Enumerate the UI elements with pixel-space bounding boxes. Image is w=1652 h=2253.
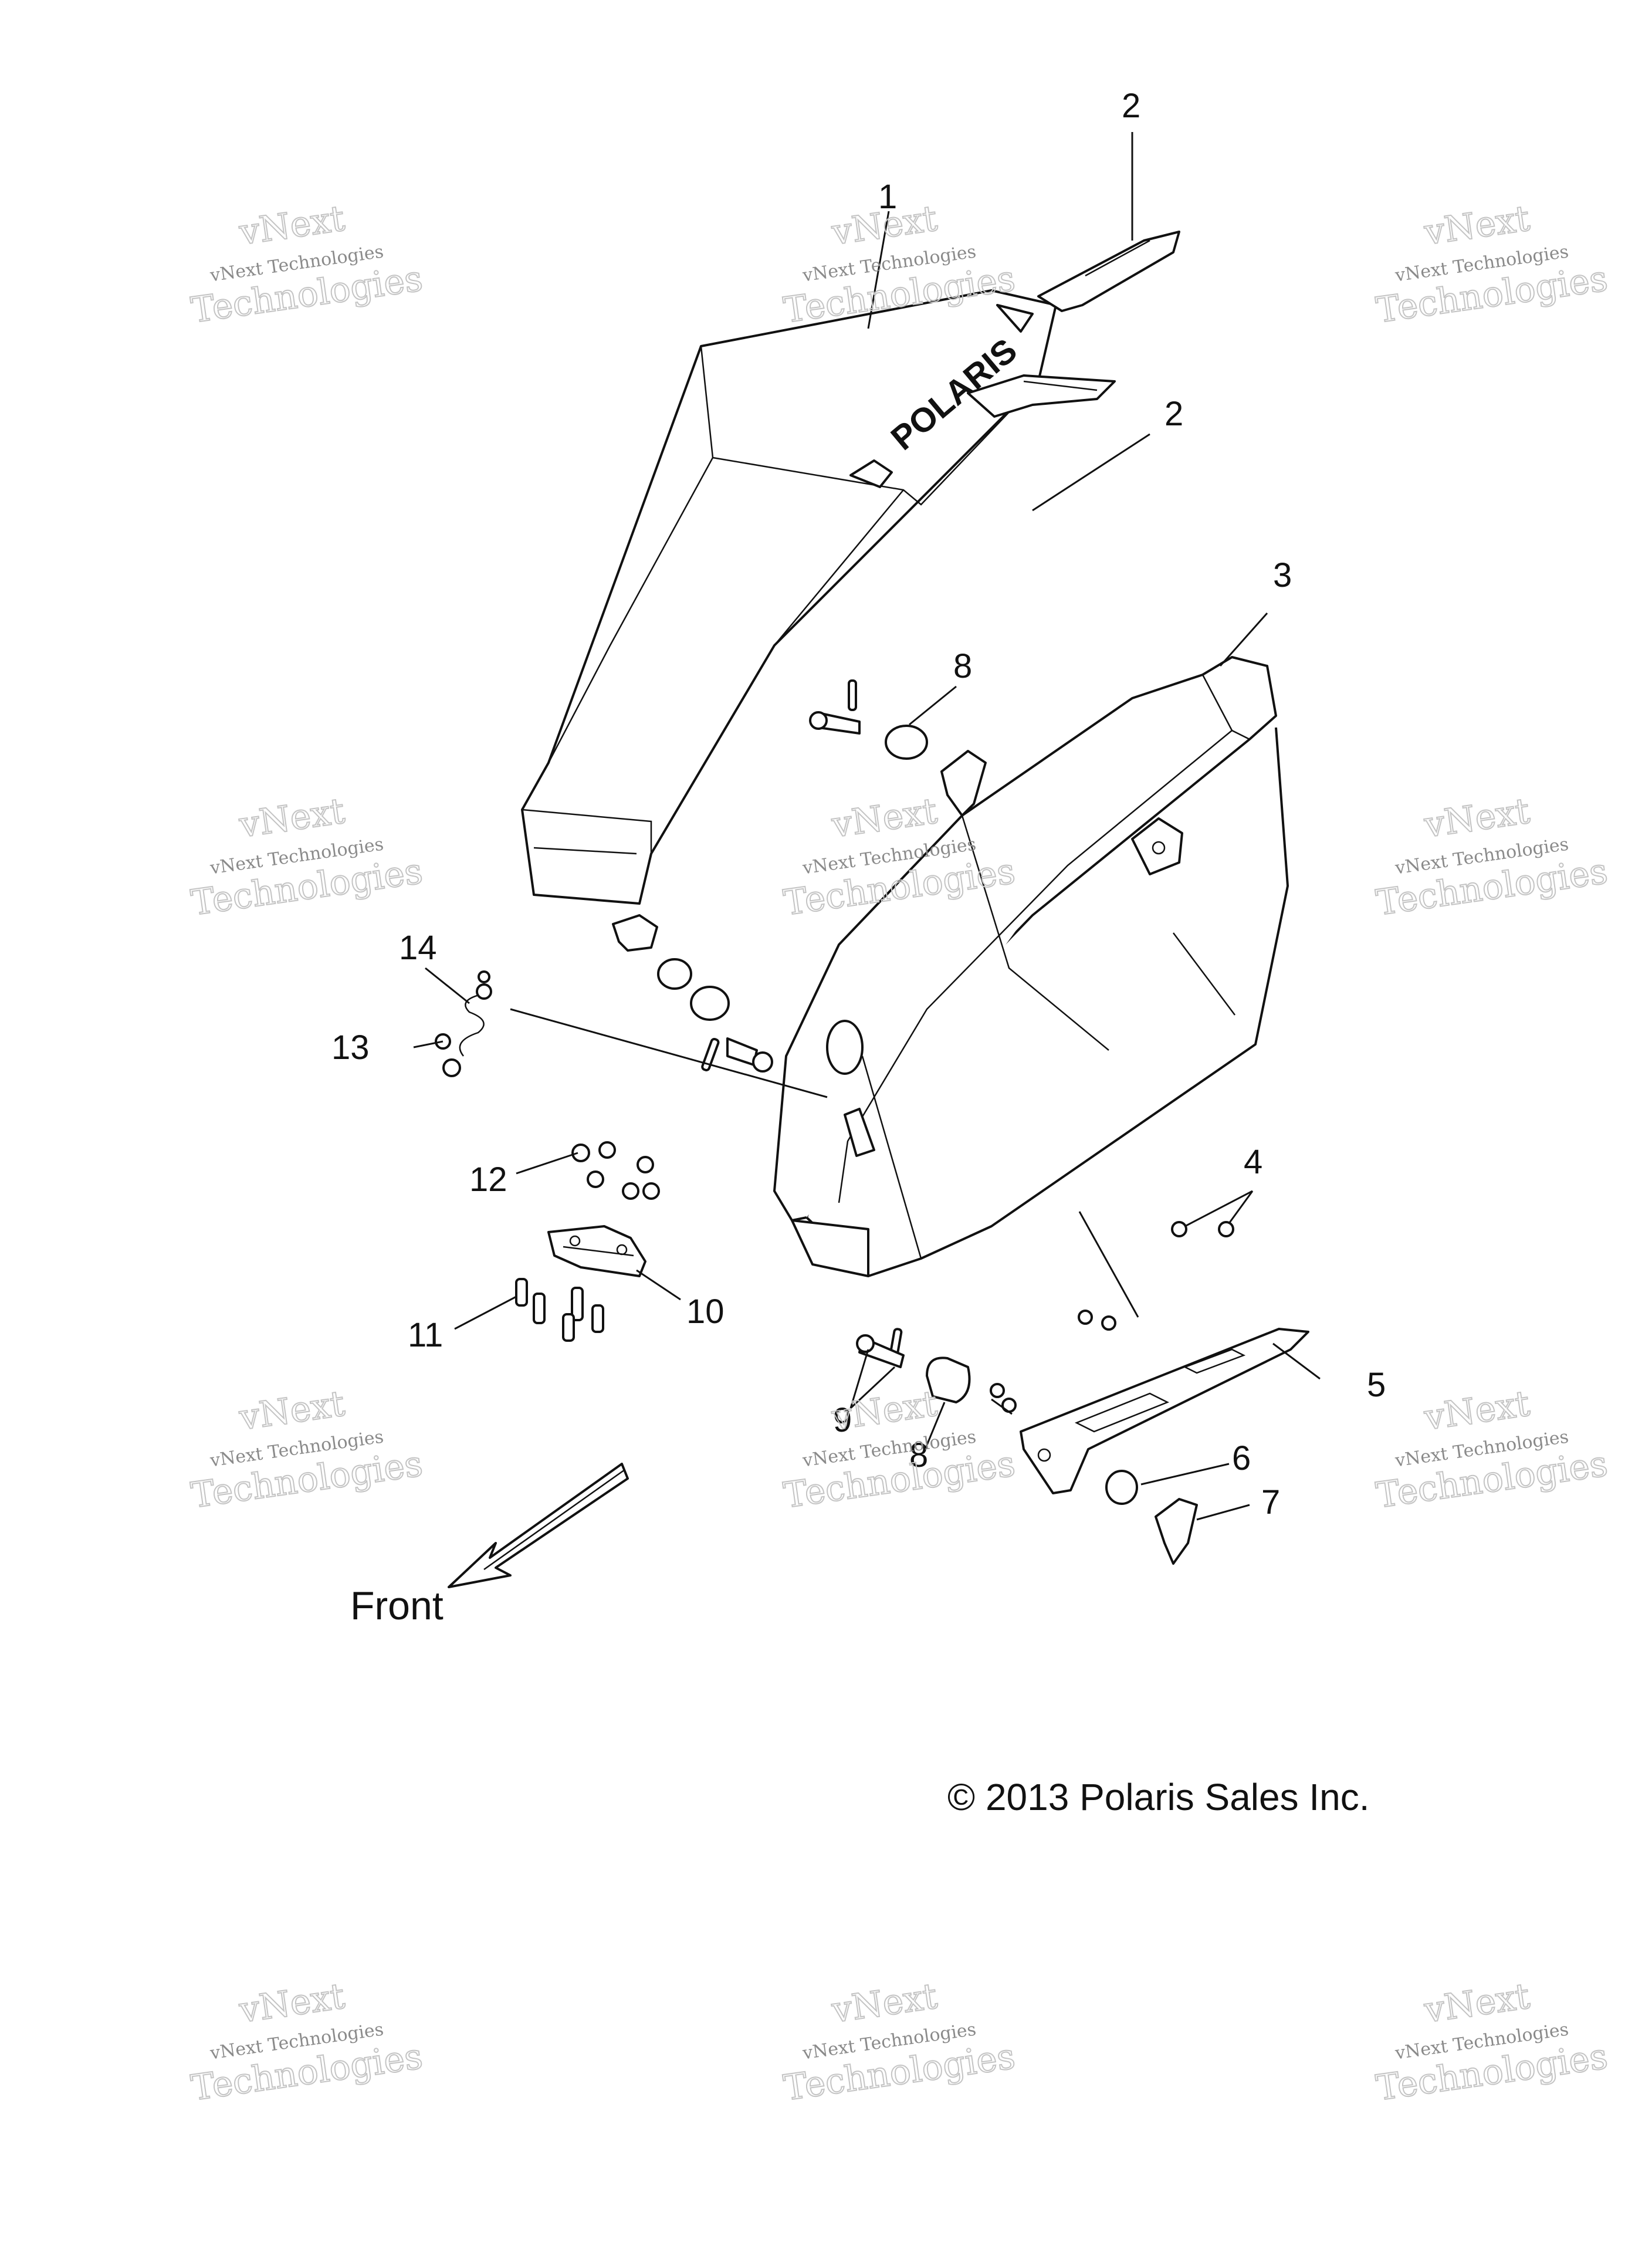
part-10-hinge <box>547 1225 646 1277</box>
part-2-latch-upper <box>1037 231 1180 312</box>
svg-text:vNext: vNext <box>1421 790 1532 845</box>
leader-lines <box>413 132 1321 1521</box>
callout-12: 12 <box>469 1161 507 1199</box>
callout-4: 4 <box>1244 1143 1262 1181</box>
callout-11: 11 <box>408 1316 443 1354</box>
callout-10: 10 <box>686 1293 725 1331</box>
watermark-9: vNext vNext Technologies Technologies <box>1373 1382 1611 1517</box>
callout-9: 9 <box>833 1401 852 1439</box>
part-3-storage-box <box>773 656 1289 1277</box>
callout-1: 1 <box>878 178 897 216</box>
watermark-11: vNext vNext Technologies Technologies <box>781 1975 1018 2109</box>
callout-2-lower: 2 <box>1164 395 1183 433</box>
callout-3: 3 <box>1273 556 1292 594</box>
hardware-left-group <box>612 914 773 1073</box>
part-11-screws <box>515 1278 604 1342</box>
callout-5: 5 <box>1367 1366 1386 1404</box>
part-12-nuts <box>571 1141 660 1200</box>
callout-labels: 1 2 2 3 4 5 6 7 8 8 9 10 11 12 13 14 <box>331 87 1386 1521</box>
hardware-upper-group <box>809 679 987 817</box>
svg-text:vNext: vNext <box>236 1975 347 2031</box>
part-5-bracket <box>1020 1328 1309 1494</box>
watermark-1: vNext vNext Technologies Technologies <box>188 197 426 331</box>
svg-text:vNext: vNext <box>829 1975 940 2031</box>
front-arrow-icon <box>448 1463 629 1588</box>
callout-7: 7 <box>1261 1483 1280 1521</box>
watermark-10: vNext vNext Technologies Technologies <box>188 1975 426 2109</box>
copyright-text: © 2013 Polaris Sales Inc. <box>947 1776 1370 1818</box>
svg-text:vNext: vNext <box>1421 1975 1532 2031</box>
svg-text:vNext: vNext <box>236 790 347 845</box>
watermark-8: vNext vNext Technologies Technologies <box>781 1382 1018 1517</box>
part-2-latch-lower <box>967 374 1116 418</box>
part-9-8-lower-hardware <box>856 1328 1017 1413</box>
watermark-3: vNext vNext Technologies Technologies <box>1373 197 1611 331</box>
part-6-spacer <box>1105 1470 1138 1505</box>
callout-8-upper: 8 <box>953 647 972 685</box>
part-13-14-cable-assembly <box>435 970 492 1077</box>
svg-text:vNext: vNext <box>829 790 940 845</box>
watermark-12: vNext vNext Technologies Technologies <box>1373 1975 1611 2109</box>
callout-2-upper: 2 <box>1122 87 1140 125</box>
watermark-4: vNext vNext Technologies Technologies <box>188 790 426 924</box>
callout-6: 6 <box>1232 1439 1251 1477</box>
watermark-7: vNext vNext Technologies Technologies <box>188 1382 426 1517</box>
watermark-6: vNext vNext Technologies Technologies <box>1373 790 1611 924</box>
svg-text:vNext: vNext <box>1421 1383 1532 1438</box>
svg-text:vNext: vNext <box>829 1383 940 1438</box>
callout-13: 13 <box>331 1029 370 1067</box>
svg-text:vNext: vNext <box>236 198 347 253</box>
svg-text:vNext: vNext <box>236 1383 347 1438</box>
part-7-clip <box>1155 1498 1198 1565</box>
front-label: Front <box>350 1584 444 1628</box>
callout-14: 14 <box>399 929 437 967</box>
part-4-screws <box>1078 1221 1234 1331</box>
svg-text:vNext: vNext <box>829 198 940 253</box>
svg-text:vNext: vNext <box>1421 198 1532 253</box>
callout-8-lower: 8 <box>909 1436 928 1474</box>
